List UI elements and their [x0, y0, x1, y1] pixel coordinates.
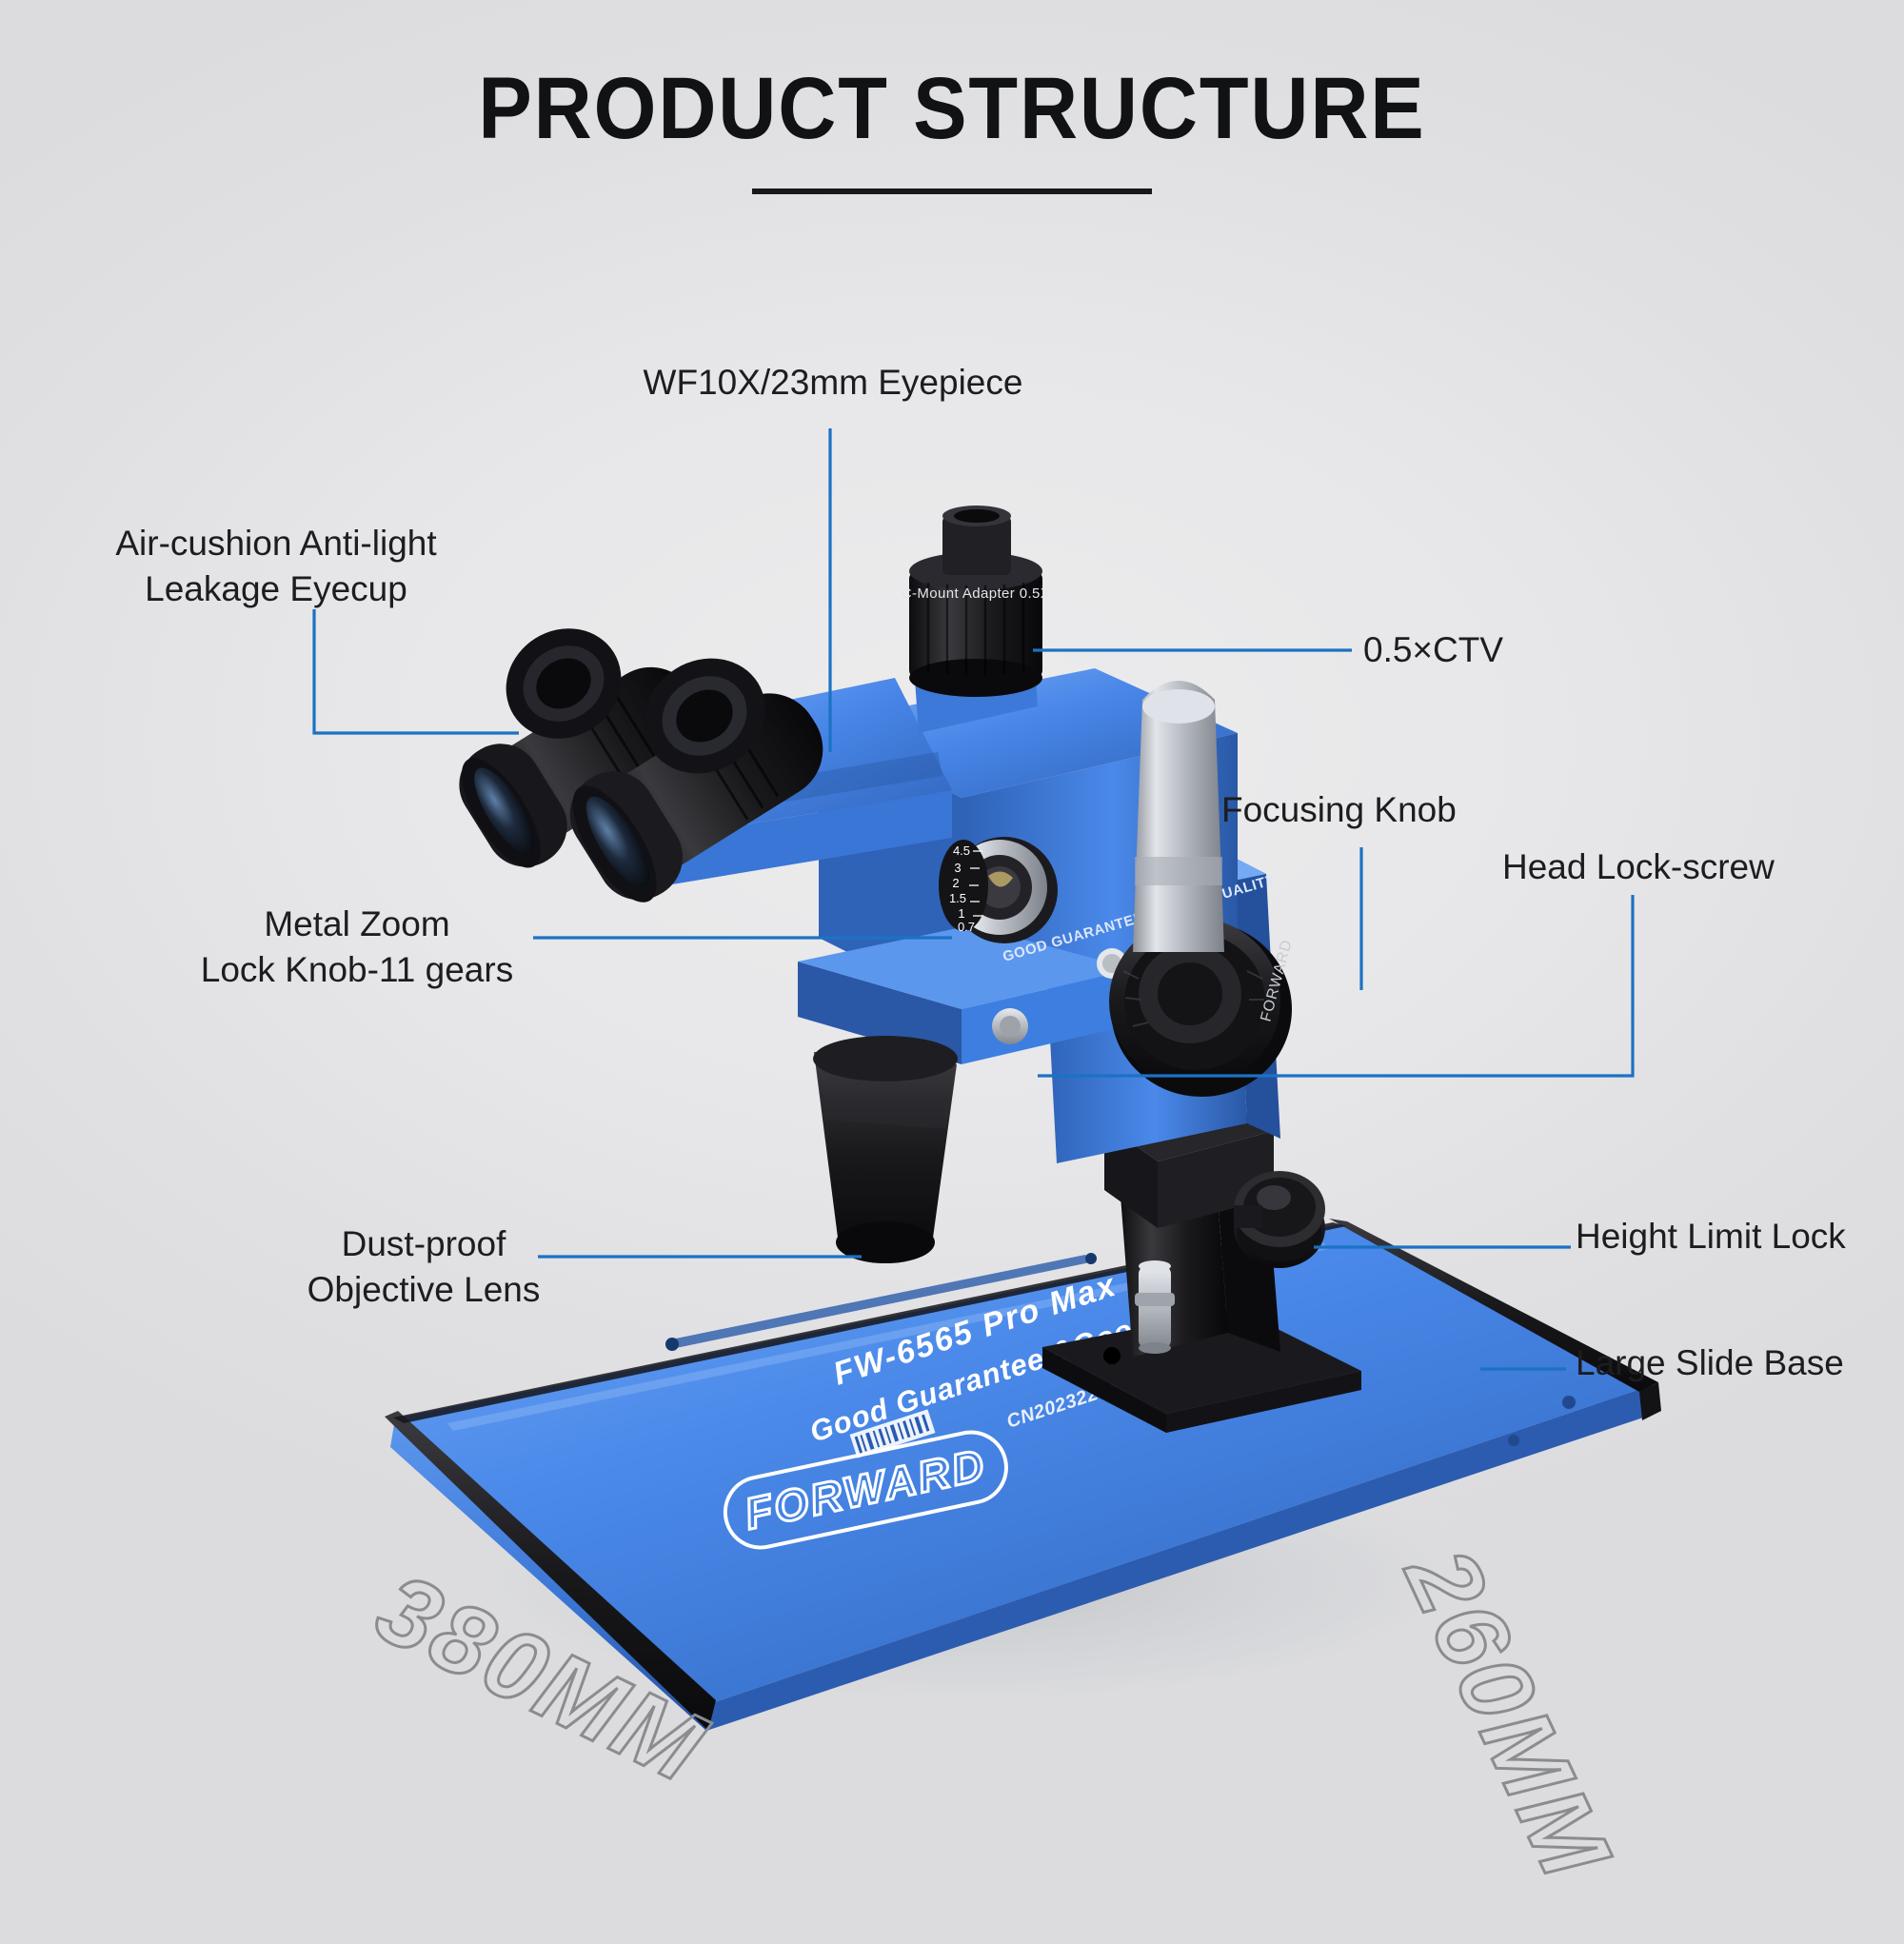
ctv-adapter-part: C-Mount Adapter 0.5X	[902, 506, 1050, 733]
large-slide-base-part: FORWARD FW-6565 Pro Max -T Good Guarante…	[385, 1219, 1661, 1731]
svg-text:C-Mount Adapter 0.5X: C-Mount Adapter 0.5X	[902, 585, 1050, 602]
svg-text:3: 3	[954, 861, 961, 875]
page-title: PRODUCT STRUCTURE	[478, 60, 1426, 157]
head-lock-screw-part	[992, 1008, 1028, 1044]
callout-label-large-slide-base: Large Slide Base	[1576, 1343, 1844, 1382]
anti-light-leakage-eyecup-part	[506, 628, 765, 774]
vertical-metal-post	[1133, 681, 1224, 952]
pillar-assembly	[1042, 1097, 1361, 1433]
svg-text:1.5: 1.5	[949, 891, 966, 905]
svg-text:2: 2	[952, 876, 959, 890]
metal-zoom-lock-knob: 4.5 3 2 1.5 1 0.7	[939, 837, 1058, 943]
svg-text:4.5: 4.5	[953, 843, 970, 858]
eyepiece-tubes	[459, 628, 823, 903]
dust-proof-objective-lens-part	[813, 1036, 958, 1263]
callout-label-dust-proof-lens: Dust-proof Objective Lens	[307, 1224, 541, 1310]
callout-label-height-limit-lock: Height Limit Lock	[1576, 1217, 1846, 1256]
height-limit-lock-knob	[1234, 1171, 1325, 1268]
callout-label-eyepiece: WF10X/23mm Eyepiece	[643, 363, 1023, 402]
callout-label-zoom-lock: Metal Zoom Lock Knob-11 gears	[200, 904, 514, 990]
callout-label-head-lock-screw: Head Lock-screw	[1502, 847, 1775, 886]
callout-label-eyecup: Air-cushion Anti-light Leakage Eyecup	[115, 524, 437, 609]
title-underline	[752, 188, 1152, 194]
callout-label-focusing-knob: Focusing Knob	[1221, 790, 1457, 829]
svg-text:0.7: 0.7	[958, 920, 975, 934]
svg-text:1: 1	[958, 906, 964, 921]
callout-label-ctv: 0.5×CTV	[1363, 630, 1504, 669]
